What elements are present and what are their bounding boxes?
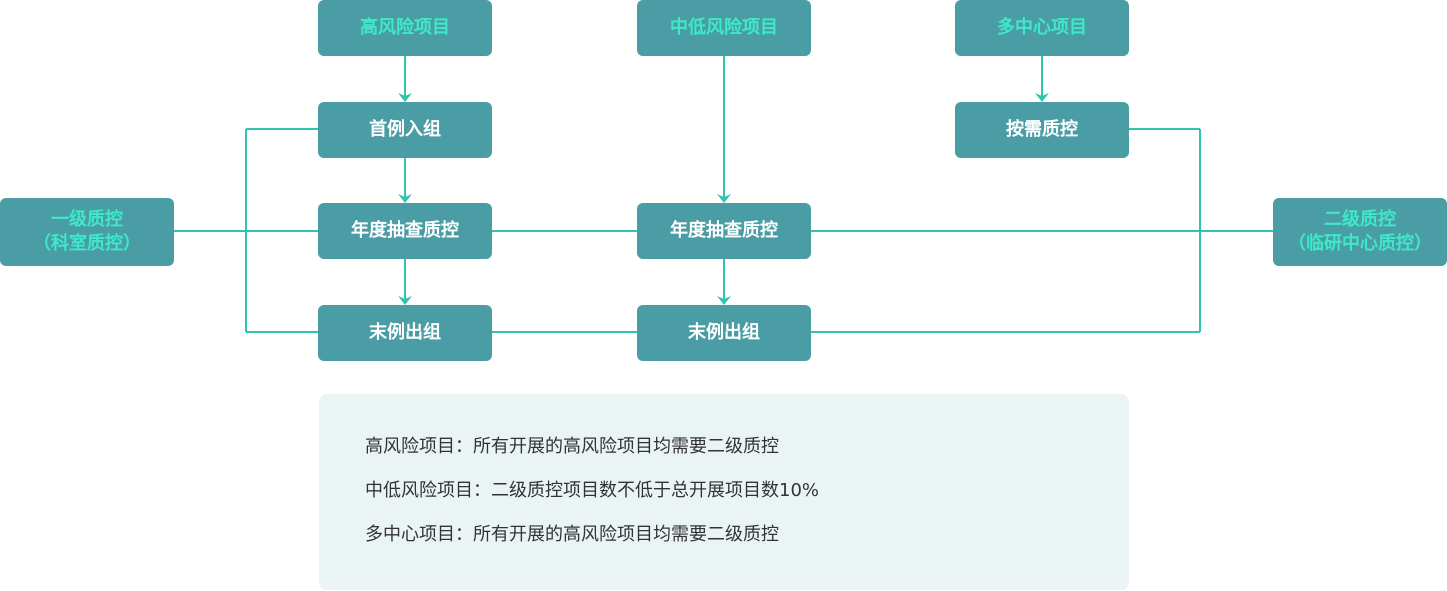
node-last-exit-high: 末例出组	[318, 305, 492, 361]
note-multi-center: 多中心项目：所有开展的高风险项目均需要二级质控	[365, 524, 779, 545]
node-level2-qc: 二级质控 （临研中心质控）	[1273, 198, 1447, 266]
node-annual-check-mid: 年度抽查质控	[637, 203, 811, 259]
node-annual-check-high: 年度抽查质控	[318, 203, 492, 259]
node-label-line2: （科室质控）	[33, 233, 141, 254]
node-label-line1: 一级质控	[51, 209, 123, 230]
node-label: 年度抽查质控	[351, 220, 459, 241]
notes-panel: 高风险项目：所有开展的高风险项目均需要二级质控 中低风险项目：二级质控项目数不低…	[319, 394, 1129, 590]
arrowhead-high-2	[398, 194, 412, 203]
note-high-risk: 高风险项目：所有开展的高风险项目均需要二级质控	[365, 436, 779, 457]
node-multi-center-project: 多中心项目	[955, 0, 1129, 56]
node-label-line2: （临研中心质控）	[1288, 233, 1432, 254]
node-label: 中低风险项目	[670, 17, 778, 38]
arrowhead-high-1	[398, 93, 412, 102]
arrowhead-multi-1	[1035, 93, 1049, 102]
node-label: 多中心项目	[997, 17, 1087, 38]
node-last-exit-mid: 末例出组	[637, 305, 811, 361]
node-high-risk-project: 高风险项目	[318, 0, 492, 56]
node-label: 末例出组	[688, 322, 760, 343]
node-label: 按需质控	[1006, 119, 1078, 140]
node-on-demand-qc: 按需质控	[955, 102, 1129, 158]
node-label: 首例入组	[369, 119, 441, 140]
node-first-enroll: 首例入组	[318, 102, 492, 158]
arrowhead-high-3	[398, 296, 412, 305]
node-label: 末例出组	[369, 322, 441, 343]
arrowhead-mid-1	[717, 194, 731, 203]
node-label: 年度抽查质控	[670, 220, 778, 241]
node-label-line1: 二级质控	[1324, 209, 1396, 230]
node-label: 高风险项目	[360, 17, 450, 38]
arrowhead-mid-2	[717, 296, 731, 305]
note-mid-low-risk: 中低风险项目：二级质控项目数不低于总开展项目数10%	[365, 480, 820, 501]
node-level1-qc: 一级质控 （科室质控）	[0, 198, 174, 266]
node-mid-low-risk-project: 中低风险项目	[637, 0, 811, 56]
